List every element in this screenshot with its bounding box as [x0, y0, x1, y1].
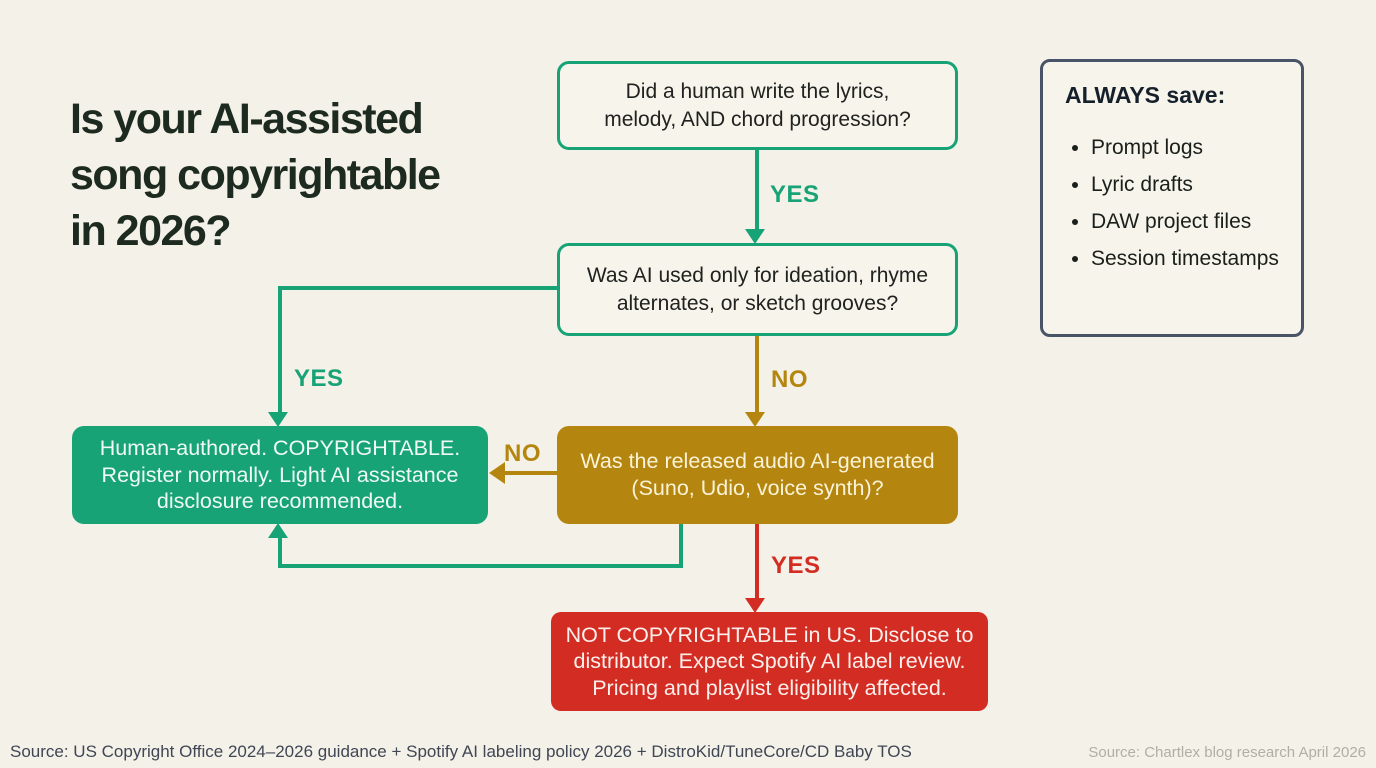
loop-arrow-vline-left — [278, 538, 282, 568]
q3-no-arrowhead-icon — [489, 462, 505, 484]
always-save-title: ALWAYS save: — [1065, 82, 1226, 108]
list-item: Prompt logs — [1091, 134, 1285, 162]
q1-yes-arrowhead-icon — [745, 229, 765, 244]
list-item: Session timestamps — [1091, 245, 1285, 273]
q2-no-arrow-line — [755, 336, 759, 413]
loop-arrowhead-icon — [268, 523, 288, 538]
q2-yes-arrow-hline — [278, 286, 559, 290]
loop-arrow-hline — [278, 564, 682, 568]
q2-no-edge-label: NO — [771, 366, 808, 393]
q2-no-arrowhead-icon — [745, 412, 765, 427]
q3-no-arrow-line — [505, 471, 557, 475]
source-right: Source: Chartlex blog research April 202… — [1088, 744, 1366, 761]
q3-no-edge-label: NO — [504, 440, 541, 467]
q3-yes-arrowhead-icon — [745, 598, 765, 613]
always-save-list: Prompt logs Lyric drafts DAW project fil… — [1065, 134, 1285, 273]
q2-yes-edge-label: YES — [294, 365, 344, 392]
q3-yes-arrow-line — [755, 524, 759, 599]
list-item: Lyric drafts — [1091, 171, 1285, 199]
q2-yes-arrowhead-icon — [268, 412, 288, 427]
page-title: Is your AI-assisted song copyrightable i… — [70, 94, 441, 255]
flow-node-q3: Was the released audio AI-generated (Sun… — [557, 426, 958, 524]
q1-yes-edge-label: YES — [770, 181, 820, 208]
loop-arrow-vline-right — [679, 524, 683, 568]
flow-node-q1: Did a human write the lyrics, melody, AN… — [557, 61, 958, 150]
outcome-not-copyrightable-node: NOT COPYRIGHTABLE in US. Disclose to dis… — [551, 612, 988, 711]
q1-yes-arrow-line — [755, 150, 759, 230]
flow-node-q2: Was AI used only for ideation, rhyme alt… — [557, 243, 958, 336]
q2-yes-arrow-vline — [278, 286, 282, 414]
outcome-copyrightable-node: Human-authored. COPYRIGHTABLE. Register … — [72, 426, 488, 524]
q3-yes-edge-label: YES — [771, 552, 821, 579]
always-save-panel: ALWAYS save: Prompt logs Lyric drafts DA… — [1040, 59, 1304, 337]
list-item: DAW project files — [1091, 208, 1285, 236]
source-left: Source: US Copyright Office 2024–2026 gu… — [10, 742, 912, 761]
